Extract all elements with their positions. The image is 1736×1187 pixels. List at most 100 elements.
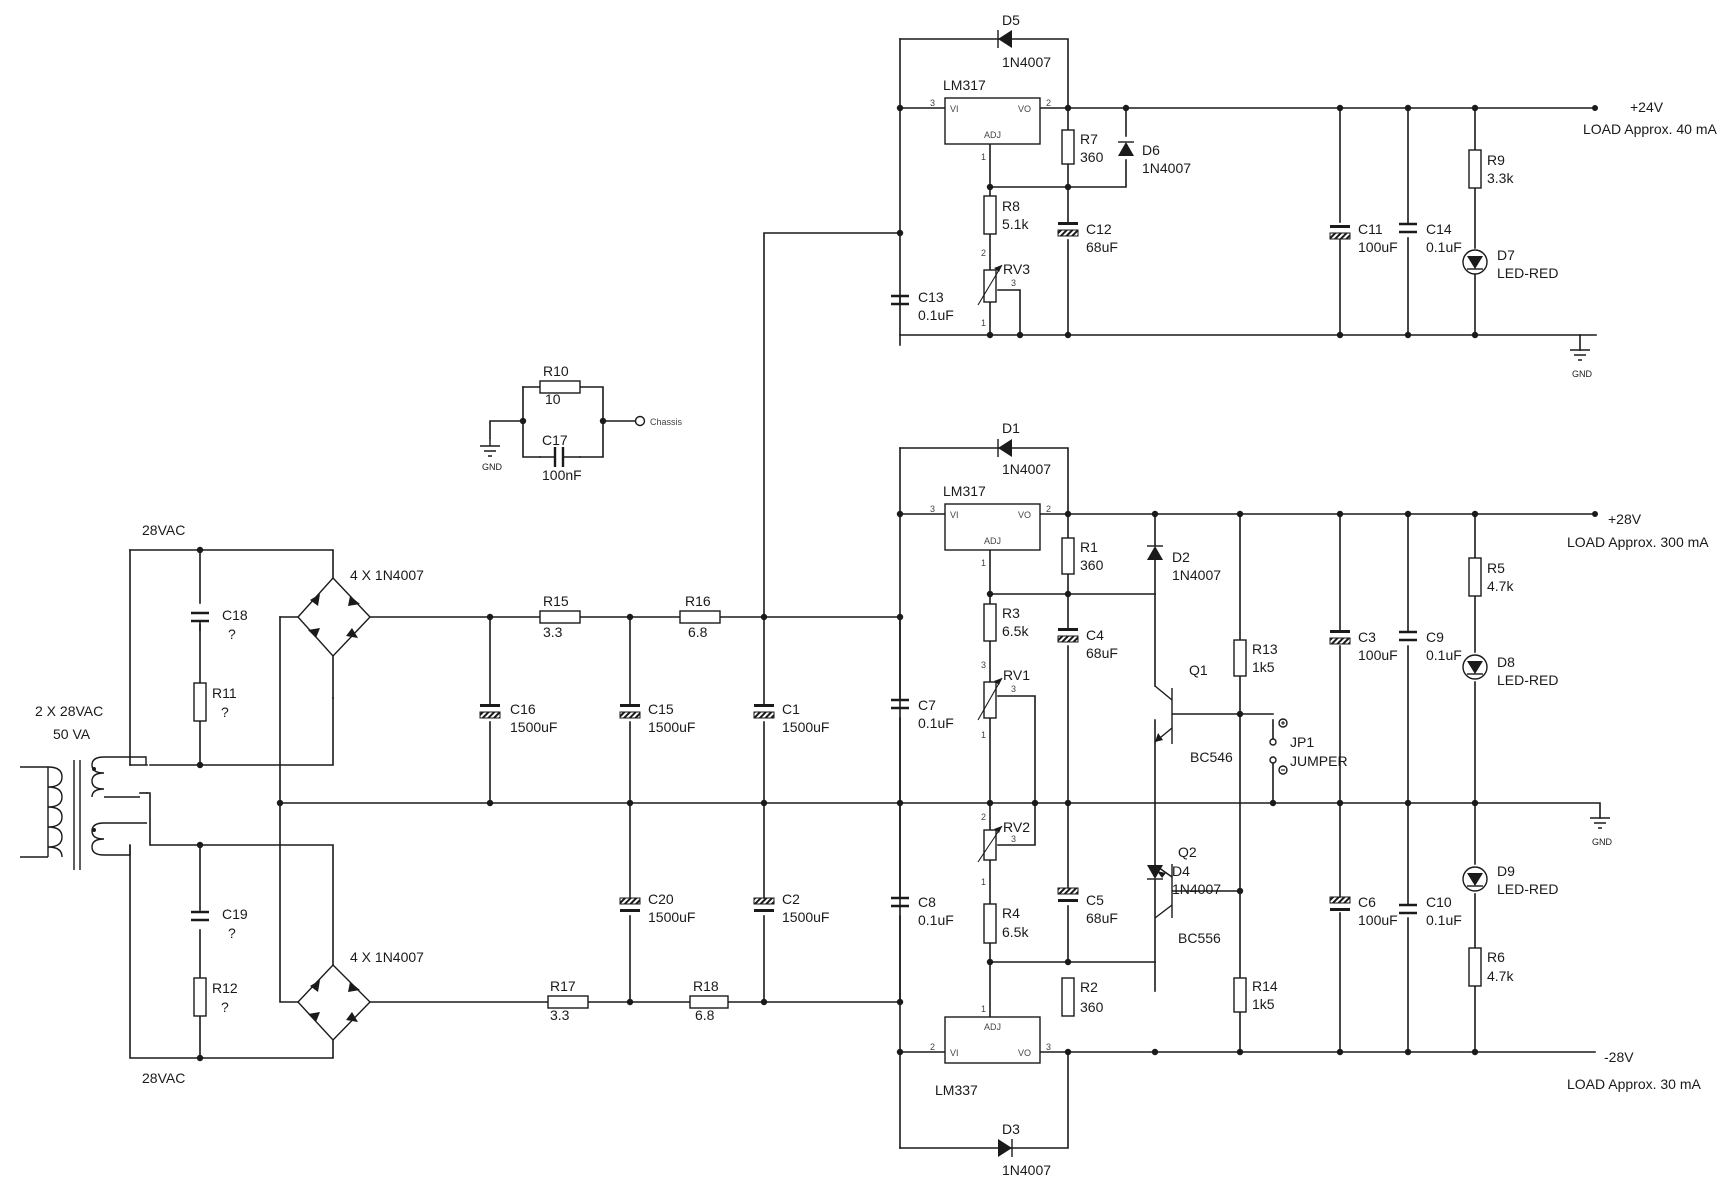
rail-p24-label: +24V	[1630, 99, 1664, 115]
svg-text:JP1: JP1	[1290, 734, 1314, 750]
svg-text:R5: R5	[1487, 560, 1505, 576]
svg-text:C14: C14	[1426, 221, 1452, 237]
ac-top-label: 28VAC	[142, 522, 185, 538]
svg-text:C20: C20	[648, 891, 674, 907]
svg-text:C16: C16	[510, 701, 536, 717]
regulator-u28p-box	[944, 503, 1041, 551]
svg-text:VO: VO	[1018, 510, 1031, 520]
svg-text:C17: C17	[542, 432, 568, 448]
rail-n28-load: LOAD Approx. 30 mA	[1567, 1076, 1702, 1092]
regulator-u24-label: LM317	[943, 77, 986, 93]
svg-text:ADJ: ADJ	[984, 536, 1001, 546]
svg-text:Q1: Q1	[1189, 662, 1208, 678]
svg-text:VI: VI	[950, 1048, 959, 1058]
svg-text:4.7k: 4.7k	[1487, 578, 1514, 594]
svg-text:2: 2	[930, 1042, 935, 1052]
bridge-top-label: 4 X 1N4007	[350, 567, 424, 583]
gnd-label-chassis: GND	[482, 462, 503, 472]
svg-text:C5: C5	[1086, 892, 1104, 908]
svg-text:100nF: 100nF	[542, 467, 582, 483]
svg-text:R8: R8	[1002, 198, 1020, 214]
bridge-bottom-label: 4 X 1N4007	[350, 949, 424, 965]
svg-text:D5: D5	[1002, 12, 1020, 28]
svg-text:C1: C1	[782, 701, 800, 717]
svg-text:R6: R6	[1487, 949, 1505, 965]
transformer-symbol	[20, 756, 147, 870]
svg-text:10: 10	[545, 391, 561, 407]
svg-text:1: 1	[981, 877, 986, 887]
svg-text:6.5k: 6.5k	[1002, 623, 1029, 639]
svg-text:6.5k: 6.5k	[1002, 924, 1029, 940]
svg-text:3: 3	[930, 504, 935, 514]
svg-text:R14: R14	[1252, 978, 1278, 994]
svg-text:1500uF: 1500uF	[782, 909, 829, 925]
svg-text:0.1uF: 0.1uF	[918, 307, 954, 323]
svg-text:RV3: RV3	[1003, 261, 1030, 277]
svg-text:1k5: 1k5	[1252, 996, 1275, 1012]
svg-text:1: 1	[981, 1004, 986, 1014]
svg-text:R10: R10	[543, 363, 569, 379]
svg-text:JUMPER: JUMPER	[1290, 753, 1348, 769]
svg-text:1N4007: 1N4007	[1172, 567, 1221, 583]
capacitor-labels: C1 2 68uF C13 0.1uF C11 100uF C14 0.1uF C17 10…	[222, 221, 1462, 941]
svg-text:3: 3	[930, 98, 935, 108]
rail-p28-load: LOAD Approx. 300 mA	[1567, 534, 1709, 550]
svg-text:ADJ: ADJ	[984, 130, 1001, 140]
svg-text:R16: R16	[685, 593, 711, 609]
resistor-bodies	[193, 129, 1482, 1017]
junction-dots	[196, 104, 1598, 1062]
svg-text:C13: C13	[918, 289, 944, 305]
svg-text:3: 3	[1011, 834, 1016, 844]
svg-text:D6: D6	[1142, 142, 1160, 158]
regulator-u28n-box	[944, 1016, 1041, 1064]
svg-text:C11: C11	[1358, 221, 1383, 237]
svg-text:D9: D9	[1497, 863, 1515, 879]
svg-text:1: 1	[981, 558, 986, 568]
svg-text:LED-RED: LED-RED	[1497, 672, 1558, 688]
svg-text:VI: VI	[950, 104, 959, 114]
svg-text:0.1uF: 0.1uF	[1426, 647, 1462, 663]
svg-text:R11: R11	[212, 685, 237, 701]
svg-text:3: 3	[1011, 684, 1016, 694]
svg-text:3: 3	[1046, 1042, 1051, 1052]
svg-text:BC556: BC556	[1178, 930, 1221, 946]
capacitor-symbols	[191, 222, 1417, 922]
ac-bottom-label: 28VAC	[142, 1070, 185, 1086]
svg-text:100uF: 100uF	[1358, 647, 1398, 663]
rail-n28-label: -28V	[1604, 1049, 1634, 1065]
transistor-symbols	[1154, 685, 1242, 919]
svg-text:100uF: 100uF	[1358, 912, 1398, 928]
svg-text:Q2: Q2	[1178, 844, 1197, 860]
svg-text:R4: R4	[1002, 905, 1020, 921]
svg-text:1500uF: 1500uF	[782, 719, 829, 735]
bridge-top	[297, 576, 371, 699]
rail-p28-label: +28V	[1608, 511, 1642, 527]
svg-text:68uF: 68uF	[1086, 239, 1118, 255]
regulator-u24-box	[944, 97, 1041, 145]
wires	[129, 38, 1601, 1149]
trimmer-labels: RV3 RV1 RV2	[1003, 261, 1030, 835]
svg-text:LED-RED: LED-RED	[1497, 881, 1558, 897]
jumper-symbol	[1269, 718, 1288, 775]
svg-text:3.3: 3.3	[550, 1007, 570, 1023]
svg-text:D4: D4	[1172, 863, 1190, 879]
transistor-labels: Q1 BC546 Q2 BC556	[1178, 662, 1233, 946]
ground-symbols	[480, 349, 1610, 829]
rail-p24-load: LOAD Approx. 40 mA	[1583, 121, 1718, 137]
svg-text:2: 2	[981, 248, 986, 258]
svg-text:R1: R1	[1080, 539, 1098, 555]
svg-text:VI: VI	[950, 510, 959, 520]
svg-text:LED-RED: LED-RED	[1497, 265, 1558, 281]
electrolytic-symbols	[479, 222, 1351, 912]
svg-text:RV1: RV1	[1003, 667, 1030, 683]
svg-text:R15: R15	[543, 593, 569, 609]
svg-text:1: 1	[981, 318, 986, 328]
svg-text:R9: R9	[1487, 152, 1505, 168]
svg-text:C8: C8	[918, 894, 936, 910]
svg-text:VO: VO	[1018, 104, 1031, 114]
svg-text:VO: VO	[1018, 1048, 1031, 1058]
svg-text:1k5: 1k5	[1252, 659, 1275, 675]
